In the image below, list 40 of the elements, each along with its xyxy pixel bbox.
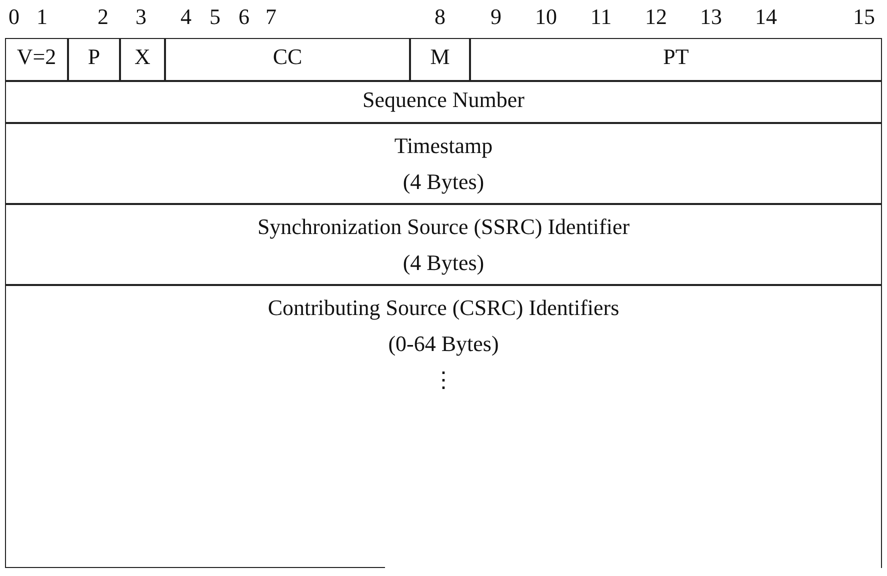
- field-name: M: [430, 43, 450, 71]
- field-name: Synchronization Source (SSRC) Identifier: [257, 213, 630, 241]
- header-field: [5, 123, 882, 204]
- header-field: [165, 38, 410, 81]
- field-name: Timestamp: [394, 132, 493, 160]
- bit-number: 0: [8, 4, 20, 30]
- bit-number: 6: [238, 4, 250, 30]
- bit-number: 1: [36, 4, 48, 30]
- header-field: [5, 81, 882, 123]
- bit-number: 11: [590, 4, 612, 30]
- field-name: X: [134, 43, 150, 71]
- bit-number: 12: [645, 4, 667, 30]
- bit-number: 10: [535, 4, 557, 30]
- field-size: (4 Bytes): [402, 168, 484, 196]
- field-name: Contributing Source (CSRC) Identifiers: [268, 294, 620, 322]
- field-name: P: [88, 43, 100, 71]
- bit-number: 14: [755, 4, 777, 30]
- header-field: [5, 204, 882, 285]
- header-field: [5, 285, 882, 568]
- bit-number: 4: [180, 4, 192, 30]
- bit-number: 7: [266, 4, 276, 30]
- field-name: CC: [272, 43, 302, 71]
- field-name: Sequence Number: [362, 86, 524, 114]
- bit-number: 5: [210, 4, 220, 30]
- header-field: [5, 38, 68, 81]
- header-field: [68, 38, 120, 81]
- field-size: (0-64 Bytes): [388, 330, 499, 358]
- field-size: (4 Bytes): [402, 249, 484, 277]
- field-name: PT: [663, 43, 689, 71]
- ellipsis-mark: ⋮: [432, 366, 454, 394]
- header-field: [410, 38, 470, 81]
- bit-number: 3: [136, 4, 146, 30]
- header-field: [120, 38, 165, 81]
- bit-number: 8: [434, 4, 446, 30]
- bit-number: 9: [490, 4, 502, 30]
- bit-number: 15: [853, 4, 875, 30]
- bit-number: 2: [98, 4, 108, 30]
- header-field: [470, 38, 882, 81]
- bit-number: 13: [700, 4, 722, 30]
- field-name: V=2: [16, 43, 56, 71]
